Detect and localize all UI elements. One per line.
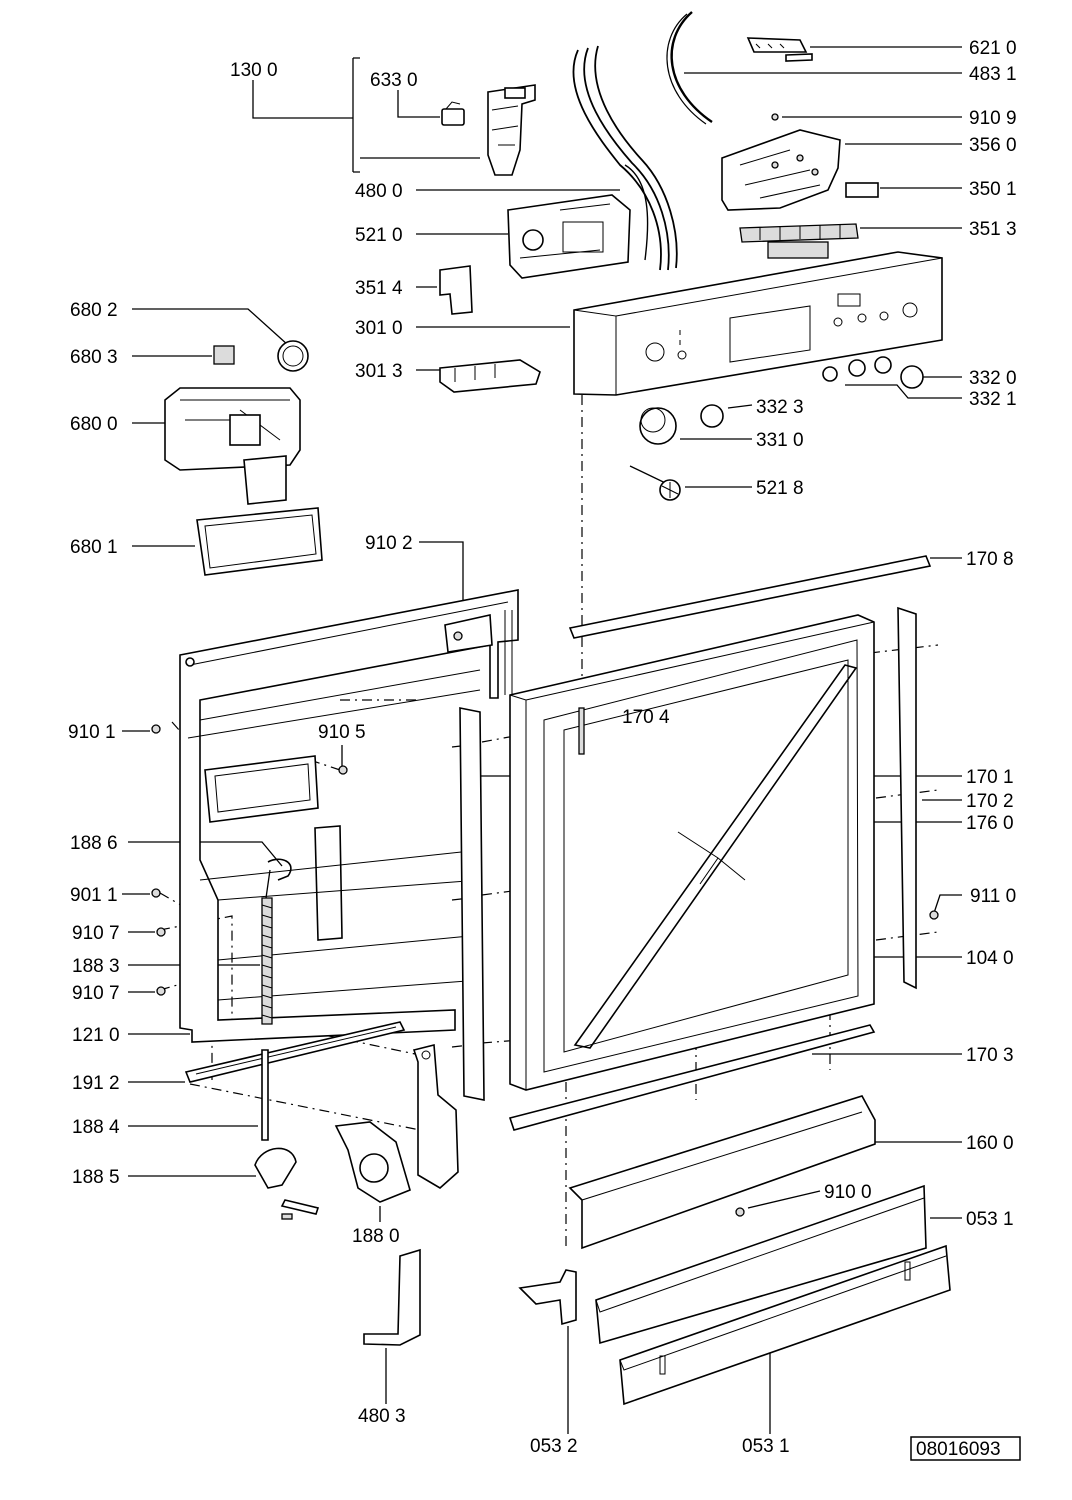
part-label: 301 0 (355, 318, 403, 339)
part-label: 901 1 (70, 885, 118, 906)
temperature-sensor-part (629, 465, 681, 501)
part-label: 188 6 (70, 833, 118, 854)
inner-door-panel-part (179, 589, 519, 1043)
side-trim-strips (459, 606, 917, 1101)
part-label: 332 1 (969, 389, 1017, 410)
part-label: 170 3 (966, 1045, 1014, 1066)
part-label: 351 4 (355, 278, 403, 299)
part-label: 910 0 (824, 1182, 872, 1203)
screw-911-0 (929, 910, 939, 920)
small-cap-part (213, 345, 235, 365)
part-label: 176 0 (966, 813, 1014, 834)
part-label: 680 1 (70, 537, 118, 558)
dispenser-part (164, 387, 301, 505)
part-label: 191 2 (72, 1073, 120, 1094)
screw-910-9 (771, 113, 779, 121)
part-label: 680 3 (70, 347, 118, 368)
part-label: 910 5 (318, 722, 366, 743)
seal-ring-part (277, 340, 309, 372)
corner-bracket-053-2 (518, 1269, 577, 1326)
part-label: 188 4 (72, 1117, 120, 1138)
support-bracket-part (439, 359, 541, 393)
part-label: 483 1 (969, 64, 1017, 85)
part-label: 188 5 (72, 1167, 120, 1188)
bottom-trim-strip (508, 1024, 876, 1131)
part-label: 910 7 (72, 923, 120, 944)
part-label: 521 0 (355, 225, 403, 246)
part-label: 188 0 (352, 1226, 400, 1247)
dispenser-gasket-part (196, 507, 323, 576)
part-label: 633 0 (370, 70, 418, 91)
button-strip-part (739, 223, 859, 259)
control-module-part (721, 129, 841, 211)
label-plate-part (845, 182, 879, 198)
part-label: 680 0 (70, 414, 118, 435)
part-label: 356 0 (969, 135, 1017, 156)
plinth-053-1-upper (595, 1184, 927, 1345)
l-bracket-part (363, 1248, 421, 1346)
part-number-labels: 130 0 633 0 480 0 521 0 351 4 301 0 301 … (68, 38, 1017, 1457)
part-label: 521 8 (756, 478, 804, 499)
reference-code: 08016093 (910, 1436, 1021, 1461)
reference-code-text: 08016093 (916, 1439, 1001, 1460)
part-label: 130 0 (230, 60, 278, 81)
bottom-rail-part (184, 1021, 406, 1083)
wiring-harness-part (572, 11, 713, 271)
control-panel-part (573, 251, 943, 396)
plinth-160-0 (568, 1095, 876, 1250)
trim-pin-part (578, 707, 585, 755)
part-label: 104 0 (966, 948, 1014, 969)
clip-part (439, 265, 473, 315)
part-label: 160 0 (966, 1133, 1014, 1154)
electronic-board-part (507, 194, 631, 279)
part-label: 170 2 (966, 791, 1014, 812)
part-label: 053 1 (966, 1209, 1014, 1230)
part-label: 170 8 (966, 549, 1014, 570)
part-label: 053 2 (530, 1436, 578, 1457)
part-label: 301 3 (355, 361, 403, 382)
hinge-part (334, 1043, 459, 1203)
part-label: 621 0 (969, 38, 1017, 59)
outer-door-panel-part (509, 614, 875, 1091)
part-label: 910 9 (969, 108, 1017, 129)
cable-and-pulley-part (254, 1049, 320, 1220)
part-label: 121 0 (72, 1025, 120, 1046)
part-label: 053 1 (742, 1436, 790, 1457)
part-label: 351 3 (969, 219, 1017, 240)
part-label: 910 2 (365, 533, 413, 554)
part-label: 911 0 (970, 886, 1016, 907)
part-label: 170 4 (622, 707, 670, 728)
micro-switch-part (441, 101, 465, 126)
part-label: 332 3 (756, 397, 804, 418)
part-label: 480 3 (358, 1406, 406, 1427)
top-trim-strip (568, 555, 932, 639)
door-lock-part (487, 84, 536, 176)
knob-set-part (639, 356, 924, 445)
part-label: 332 0 (969, 368, 1017, 389)
part-label: 170 1 (966, 767, 1014, 788)
part-label: 188 3 (72, 956, 120, 977)
part-label: 910 1 (68, 722, 116, 743)
part-label: 910 7 (72, 983, 120, 1004)
part-label: 680 2 (70, 300, 118, 321)
door-spring-part (261, 858, 292, 1025)
plinth-053-1-lower (619, 1244, 951, 1406)
part-label: 331 0 (756, 430, 804, 451)
part-label: 350 1 (969, 179, 1017, 200)
connector-part (746, 37, 813, 62)
part-label: 480 0 (355, 181, 403, 202)
screws-left (151, 724, 348, 996)
